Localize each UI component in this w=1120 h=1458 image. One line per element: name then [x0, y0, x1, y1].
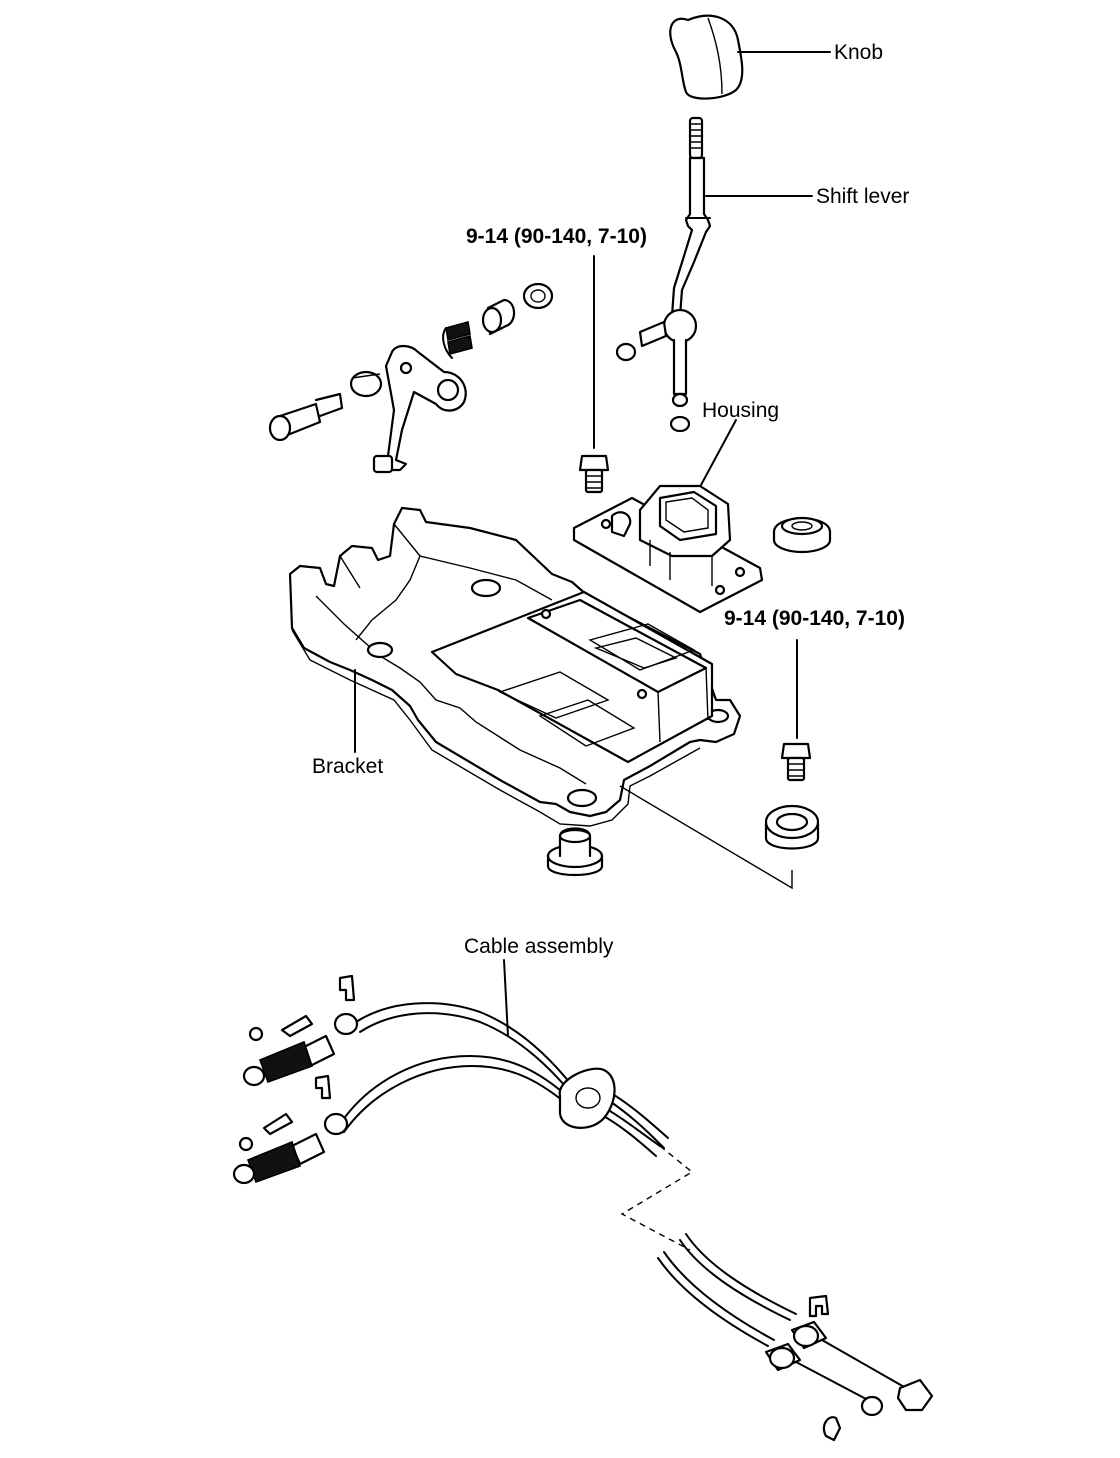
bolt-1-part [578, 454, 610, 494]
housing-part [572, 484, 764, 614]
shift-lever-label: Shift lever [816, 185, 910, 208]
knob-label: Knob [834, 41, 884, 64]
spring-part [442, 320, 473, 359]
cap-part [772, 516, 832, 554]
shift-lever-part [615, 116, 712, 433]
bolt-2-part [780, 742, 812, 782]
housing-label: Housing [702, 399, 780, 422]
grommet-bracket-line [619, 785, 793, 890]
lever-arm-part [372, 344, 467, 474]
cable-assembly-leader [503, 959, 509, 1037]
cable-assembly-label: Cable assembly [464, 935, 614, 958]
pin-part [268, 392, 344, 442]
grommet-part [764, 804, 820, 850]
bracket-label: Bracket [312, 755, 384, 778]
bracket-part [288, 506, 742, 827]
knob-part [669, 14, 744, 100]
bushing-bottom-part [546, 827, 604, 876]
cable-assembly-part [232, 974, 934, 1442]
torque-spec-2-label: 9-14 (90-140, 7-10) [724, 607, 905, 630]
torque-spec-1-label: 9-14 (90-140, 7-10) [466, 225, 647, 248]
bushing-parts [349, 282, 554, 398]
housing-leader [693, 419, 737, 499]
